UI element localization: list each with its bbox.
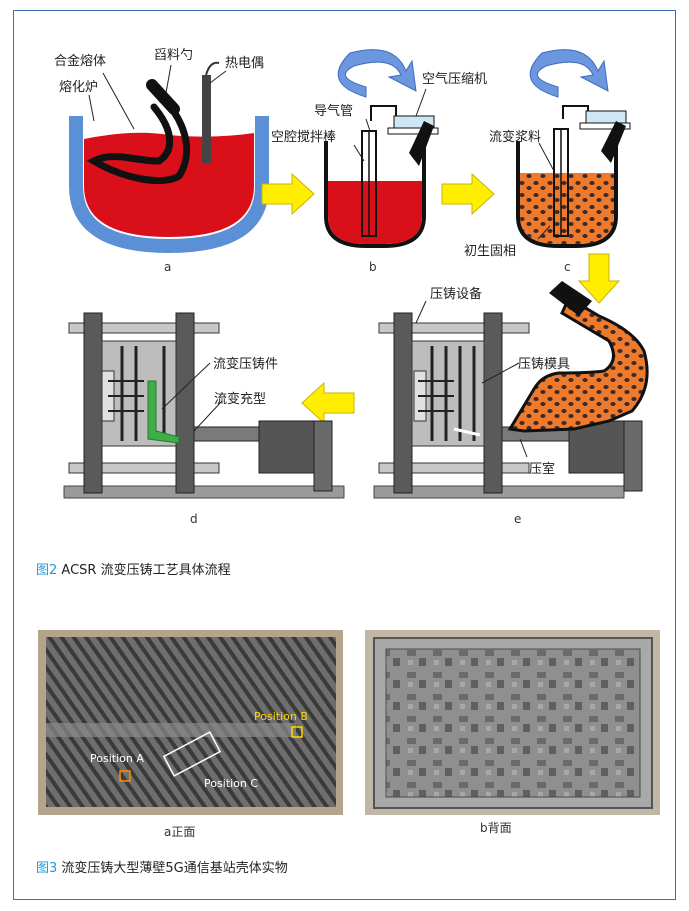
- arrow-c-e: [577, 253, 621, 304]
- label-guide-tube: 导气管: [314, 103, 353, 119]
- figure3-front-label: a正面: [164, 825, 196, 839]
- panel-c-slurry: [516, 49, 631, 248]
- panel-c-label: c: [564, 260, 571, 274]
- figure3-caption-text: 流变压铸大型薄壁5G通信基站壳体实物: [57, 861, 288, 876]
- figure3-back-label: b背面: [480, 821, 512, 835]
- photo-back: [365, 630, 660, 815]
- label-air-compressor: 空气压缩机: [422, 71, 487, 87]
- panel-a-furnace: [69, 61, 269, 254]
- position-c-label: Position C: [204, 777, 258, 790]
- figure2-caption-num: 图2: [36, 563, 58, 578]
- label-thermocouple: 热电偶: [225, 56, 264, 71]
- position-b-label: Position B: [254, 710, 308, 723]
- label-primary-solid: 初生固相: [464, 244, 516, 259]
- panel-e-label: e: [514, 512, 521, 526]
- figure-frame: 合金熔体 舀料勺 热电偶 熔化炉 a 空气压缩机 导气管 空腔搅拌棒 b: [13, 10, 676, 900]
- panel-d-label: d: [190, 512, 198, 526]
- arrow-b-c: [441, 172, 495, 216]
- label-slurry: 流变浆料: [489, 129, 541, 145]
- label-die-casting-equipment: 压铸设备: [430, 286, 482, 302]
- panel-a-label: a: [164, 260, 171, 274]
- arrow-e-d: [301, 381, 355, 425]
- panel-e-machine: [373, 281, 649, 499]
- label-casting-part: 流变压铸件: [213, 356, 278, 372]
- figure3-caption: 图3 流变压铸大型薄壁5G通信基站壳体实物: [36, 857, 288, 876]
- label-die-mold: 压铸模具: [518, 356, 570, 372]
- panel-b-label: b: [369, 260, 377, 274]
- figure2-caption: 图2 ACSR 流变压铸工艺具体流程: [36, 559, 231, 578]
- housing-photos: Position A Position B Position C: [38, 630, 660, 815]
- process-diagram: 合金熔体 舀料勺 热电偶 熔化炉 a 空气压缩机 导气管 空腔搅拌棒 b: [54, 48, 649, 526]
- arrow-a-b: [261, 172, 315, 216]
- figure3-caption-num: 图3: [36, 861, 58, 876]
- position-a-label: Position A: [90, 752, 144, 765]
- figure2-caption-text: ACSR 流变压铸工艺具体流程: [57, 563, 231, 578]
- panel-d-machine: [63, 312, 345, 499]
- label-rheo-filling: 流变充型: [214, 391, 266, 407]
- label-ladle: 舀料勺: [154, 48, 193, 63]
- label-chamber: 压室: [529, 461, 555, 477]
- panel-b-stirring: [324, 49, 439, 248]
- label-stir-rod: 空腔搅拌棒: [271, 129, 336, 145]
- label-alloy-melt: 合金熔体: [54, 53, 106, 69]
- label-furnace: 熔化炉: [59, 80, 98, 95]
- photo-front: Position A Position B Position C: [38, 630, 343, 815]
